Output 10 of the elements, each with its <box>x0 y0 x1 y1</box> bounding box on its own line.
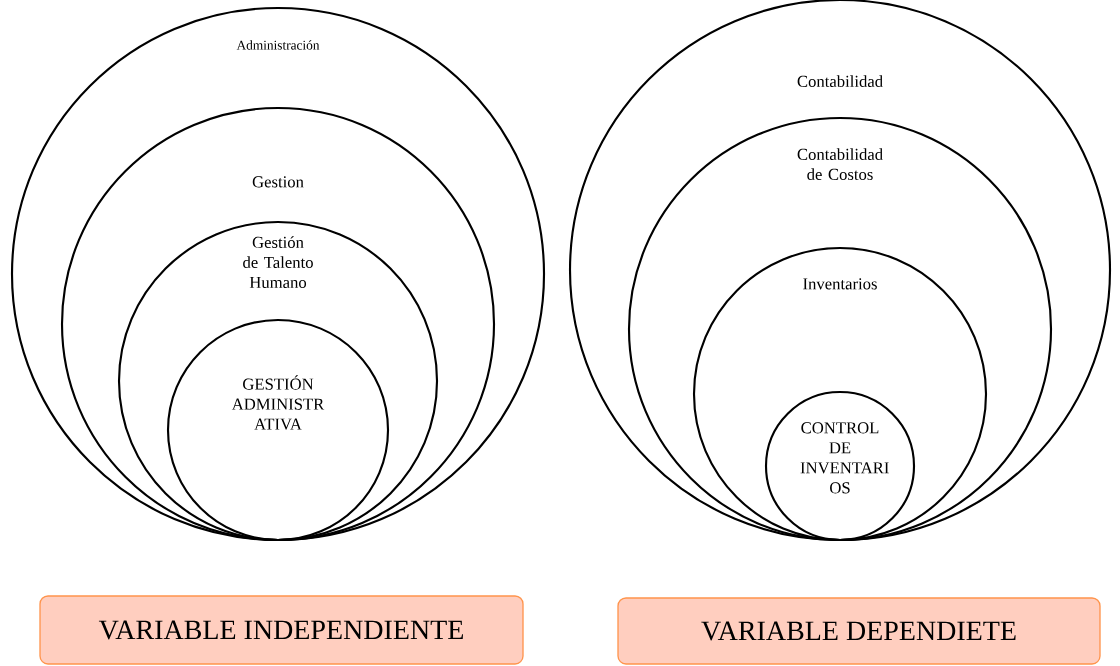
circle-label: GESTIÓN ADMINISTR ATIVA <box>231 375 325 430</box>
label-box: VARIABLE DEPENDIETE <box>617 597 1101 665</box>
circle-label: Gestion <box>252 176 304 188</box>
circle-label: Contabilidad de Costos <box>797 148 883 180</box>
circle-label: Inventarios <box>803 278 877 290</box>
circle-label: CONTROL DE INVENTARI OS <box>800 422 889 494</box>
label-box: VARIABLE INDEPENDIENTE <box>39 595 524 665</box>
circle-label: Contabilidad <box>797 75 883 87</box>
circle-label: Administración <box>236 40 320 50</box>
circle-label: Gestión de Talento Humano <box>243 236 313 288</box>
